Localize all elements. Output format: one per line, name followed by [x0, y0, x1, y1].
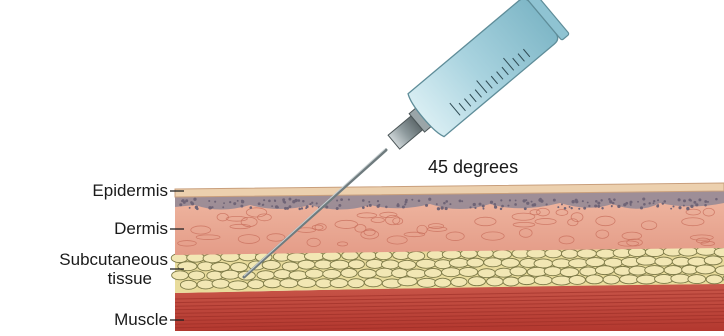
subcutaneous-label-line1: Subcutaneous	[59, 251, 168, 268]
muscle-label: Muscle	[114, 311, 168, 328]
angle-label: 45 degrees	[428, 158, 518, 176]
dermis-layer	[175, 190, 724, 255]
syringe	[375, 0, 570, 165]
subcutaneous-label-line2: tissue	[108, 270, 152, 287]
epidermis-label: Epidermis	[92, 182, 168, 199]
dermis-label: Dermis	[114, 220, 168, 237]
